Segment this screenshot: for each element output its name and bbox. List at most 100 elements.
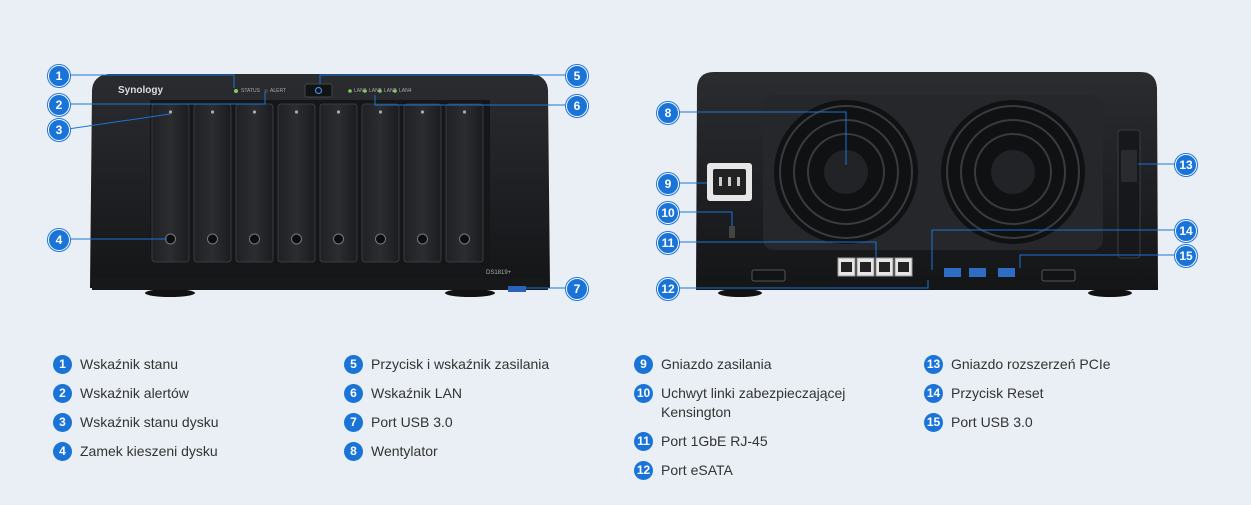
callout-11: 11: [657, 232, 679, 254]
disk-status-led: [252, 110, 257, 114]
callout-8: 8: [657, 102, 679, 124]
drive-bay-4[interactable]: [277, 103, 316, 263]
legend-badge: 4: [53, 442, 72, 461]
legend-badge: 7: [344, 413, 363, 432]
callout-3: 3: [48, 119, 70, 141]
legend-badge: 11: [634, 432, 653, 451]
bay-lock-icon[interactable]: [249, 233, 260, 245]
model-label: DS1819+: [486, 270, 512, 276]
legend-item-10: 10 Uchwyt linki zabezpieczającej Kensingt…: [634, 384, 864, 422]
legend-item-9: 9 Gniazdo zasilania: [634, 355, 894, 374]
lan-led-label-4: LAN4: [399, 88, 412, 94]
callout-10: 10: [657, 202, 679, 224]
legend-text: Wentylator: [371, 443, 438, 459]
lan-led-label-2: LAN2: [369, 88, 382, 94]
callout-6: 6: [566, 95, 588, 117]
legend-badge: 14: [924, 384, 943, 403]
callout-15: 15: [1175, 245, 1197, 267]
back-usb-port-3[interactable]: [998, 268, 1015, 277]
drive-bay-7[interactable]: [403, 103, 442, 263]
legend-item-15: 15 Port USB 3.0: [924, 413, 1184, 432]
power-button[interactable]: [304, 83, 333, 98]
legend-text: Przycisk i wskaźnik zasilania: [371, 356, 550, 372]
callout-lines: [67, 74, 1175, 289]
diagram-stage: Synology STATUS ALERT LAN1 LAN2 LAN3 LAN…: [48, 65, 1197, 300]
legend-item-1: 1 Wskaźnik stanu: [53, 355, 313, 374]
legend-item-11: 11 Port 1GbE RJ-45: [634, 432, 894, 451]
callout-7: 7: [566, 278, 588, 300]
legend-item-13: 13 Gniazdo rozszerzeń PCIe: [924, 355, 1184, 374]
legend-text: Gniazdo rozszerzeń PCIe: [951, 356, 1111, 372]
bay-lock-icon[interactable]: [417, 233, 428, 245]
legend-badge: 5: [344, 355, 363, 374]
legend-text: Wskaźnik stanu dysku: [80, 414, 219, 430]
legend-item-3: 3 Wskaźnik stanu dysku: [53, 413, 313, 432]
kensington-slot[interactable]: [729, 226, 735, 238]
legend-text: Przycisk Reset: [951, 385, 1044, 401]
back-view: [696, 72, 1158, 297]
legend-item-5: 5 Przycisk i wskaźnik zasilania: [344, 355, 604, 374]
rj45-port-hole: [879, 262, 890, 272]
legend-item-4: 4 Zamek kieszeni dysku: [53, 442, 313, 461]
disk-status-led: [462, 110, 467, 114]
disk-status-led: [420, 110, 425, 114]
callout-5: 5: [566, 65, 588, 87]
drive-bay-8[interactable]: [445, 103, 484, 263]
bay-lock-icon[interactable]: [291, 233, 302, 245]
legend-badge: 8: [344, 442, 363, 461]
legend-text: Gniazdo zasilania: [661, 356, 772, 372]
legend-text: Port 1GbE RJ-45: [661, 433, 768, 449]
callout-4: 4: [48, 229, 70, 251]
legend-badge: 3: [53, 413, 72, 432]
disk-status-led: [210, 110, 215, 114]
rj45-port-hole: [841, 262, 852, 272]
pcie-slot[interactable]: [1117, 129, 1141, 259]
legend-text: Wskaźnik alertów: [80, 385, 189, 401]
legend-badge: 6: [344, 384, 363, 403]
bay-lock-icon[interactable]: [333, 233, 344, 245]
lan-led-label-1: LAN1: [354, 88, 367, 94]
disk-status-led: [336, 110, 341, 114]
legend-text: Wskaźnik stanu: [80, 356, 179, 372]
esata-port-1[interactable]: [751, 269, 786, 282]
callout-2: 2: [48, 94, 70, 116]
alert-led-label: ALERT: [270, 88, 287, 94]
rj45-port-hole: [860, 262, 871, 272]
legend-text: Port USB 3.0: [951, 414, 1033, 430]
esata-port-2[interactable]: [1041, 269, 1076, 282]
legend-text: Uchwyt linki zabezpieczającej Kensington: [661, 385, 846, 420]
legend-badge: 15: [924, 413, 943, 432]
callout-1: 1: [48, 65, 70, 87]
status-led-label: STATUS: [241, 88, 260, 94]
front-usb-port[interactable]: [508, 286, 526, 292]
legend-badge: 2: [53, 384, 72, 403]
legend-badge: 10: [634, 384, 653, 403]
legend-badge: 1: [53, 355, 72, 374]
legend-badge: 9: [634, 355, 653, 374]
lan-led-label-3: LAN3: [384, 88, 397, 94]
drive-bay-5[interactable]: [319, 103, 358, 263]
disk-status-led: [378, 110, 383, 114]
nas-diagram: [67, 72, 1175, 297]
back-usb-port-2[interactable]: [969, 268, 986, 277]
legend-item-14: 14 Przycisk Reset: [924, 384, 1184, 403]
bay-lock-icon[interactable]: [459, 233, 470, 245]
callout-13: 13: [1175, 154, 1197, 176]
drive-bay-6[interactable]: [361, 103, 400, 263]
power-icon: [314, 86, 323, 95]
lan-ports[interactable]: [837, 257, 913, 277]
legend-text: Port eSATA: [661, 462, 733, 478]
callout-12: 12: [657, 278, 679, 300]
disk-status-led: [168, 110, 173, 114]
legend-badge: 13: [924, 355, 943, 374]
legend-item-2: 2 Wskaźnik alertów: [53, 384, 313, 403]
callout-9: 9: [657, 173, 679, 195]
legend-text: Zamek kieszeni dysku: [80, 443, 218, 459]
fan-right: [941, 100, 1085, 244]
back-usb-port-1[interactable]: [944, 268, 961, 277]
bay-lock-icon[interactable]: [207, 233, 218, 245]
bay-lock-icon[interactable]: [375, 233, 386, 245]
front-view: [90, 74, 550, 297]
